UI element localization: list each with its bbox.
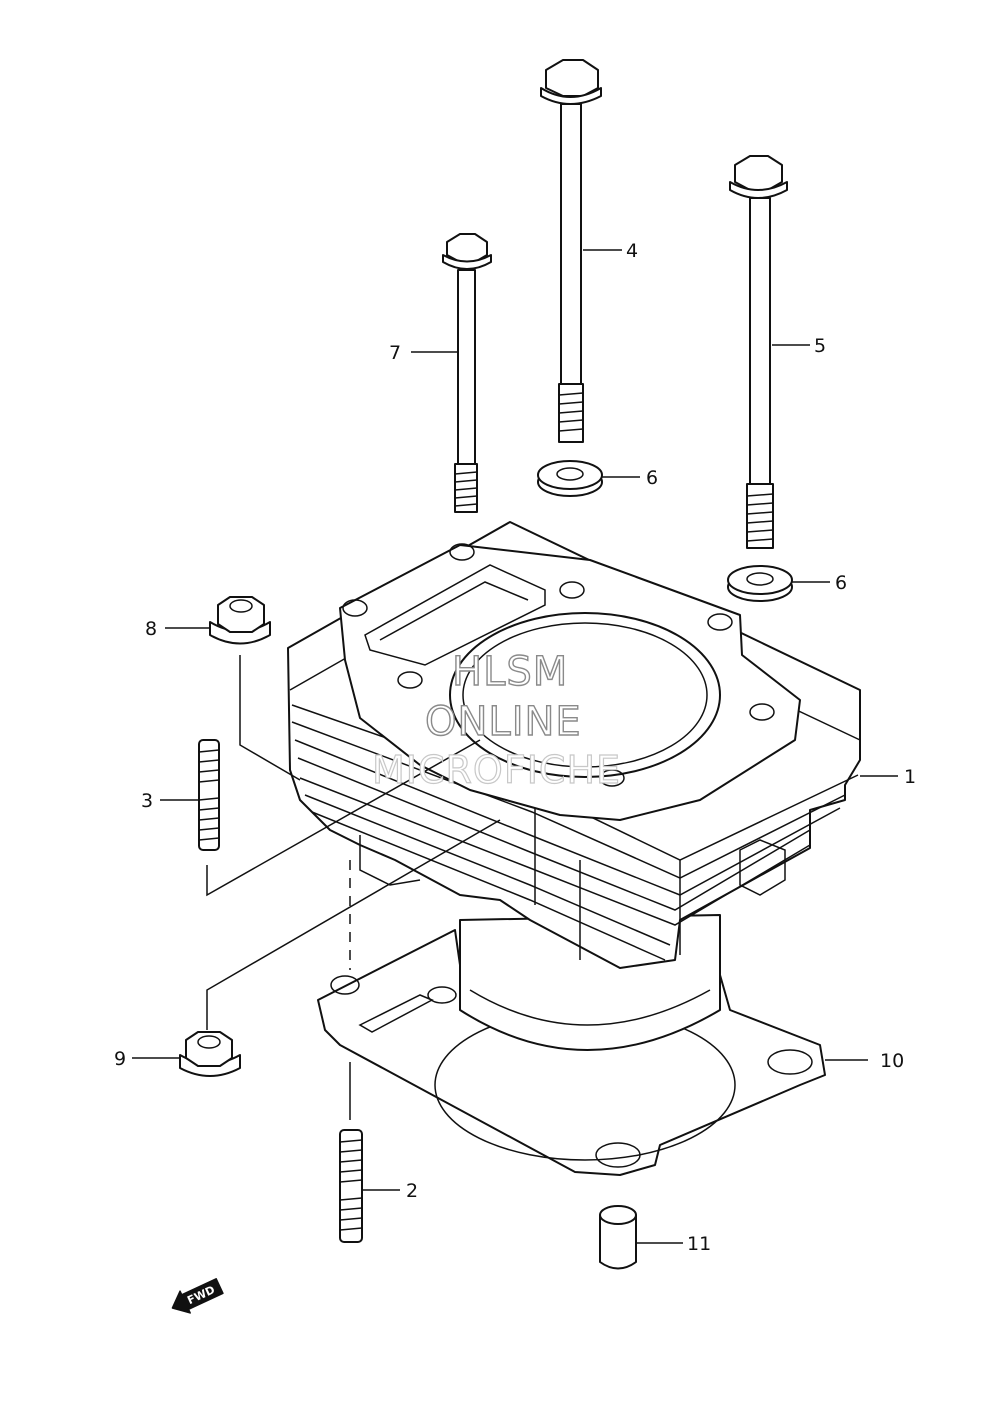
callout-1: 1 xyxy=(904,766,916,788)
bolt-7[interactable] xyxy=(442,233,492,513)
callout-8: 8 xyxy=(145,618,157,640)
cylinder-body[interactable] xyxy=(287,521,861,969)
callout-3: 3 xyxy=(141,790,153,812)
callout-11: 11 xyxy=(687,1233,711,1255)
callout-7: 7 xyxy=(389,342,401,364)
bolt-4[interactable] xyxy=(540,59,602,443)
bolt-5[interactable] xyxy=(729,155,788,549)
callout-6a: 6 xyxy=(646,467,658,489)
callout-9: 9 xyxy=(114,1048,126,1070)
washer-6b[interactable] xyxy=(727,565,793,602)
assembly-lines xyxy=(206,655,501,1120)
callout-6b: 6 xyxy=(835,572,847,594)
watermark-line-1: HLSM xyxy=(452,649,568,695)
callout-5: 5 xyxy=(814,335,826,357)
stud-3[interactable] xyxy=(198,739,220,851)
callout-2: 2 xyxy=(406,1180,418,1202)
watermark-line-2: ONLINE xyxy=(425,699,582,745)
washer-6a[interactable] xyxy=(537,460,603,497)
watermark: HLSM ONLINE MICROFICHE xyxy=(371,648,621,792)
callout-10: 10 xyxy=(880,1050,904,1072)
callout-4: 4 xyxy=(626,240,638,262)
leader-lines xyxy=(132,249,898,1244)
nut-9[interactable] xyxy=(179,1031,241,1077)
stud-2[interactable] xyxy=(339,1129,363,1243)
dowel-pin-11[interactable] xyxy=(599,1205,637,1270)
fwd-arrow-icon xyxy=(171,1278,224,1314)
fwd-arrow: FWD xyxy=(171,1278,224,1314)
nut-8[interactable] xyxy=(209,596,271,645)
watermark-line-3: MICROFICHE xyxy=(372,748,621,792)
